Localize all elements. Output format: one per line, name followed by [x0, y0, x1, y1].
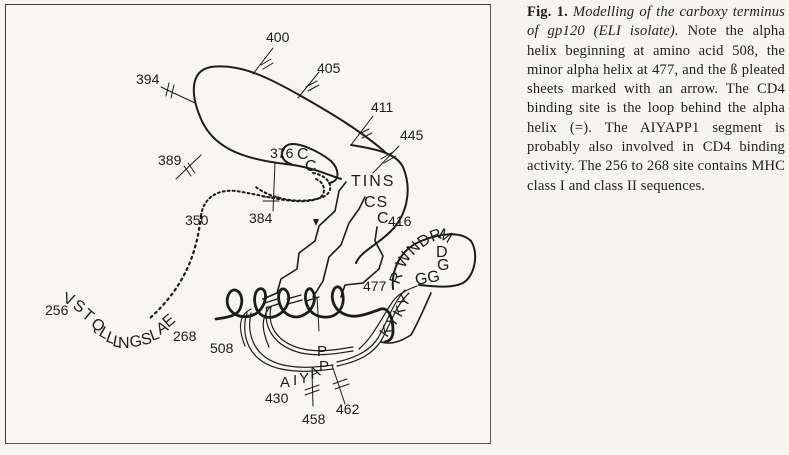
- label-508: 508: [210, 340, 234, 356]
- label-400: 400: [266, 29, 290, 45]
- svg-text:G: G: [437, 257, 449, 274]
- figure-body: Note the alpha helix beginning at amino …: [527, 23, 786, 194]
- kyky-tail: [380, 292, 432, 344]
- cd4-double-right: [336, 289, 410, 367]
- seq-cs: CS: [364, 194, 388, 211]
- rwndrm-loop-sequence: R W N D R M D G GG: [387, 226, 455, 289]
- label-268: 268: [173, 328, 197, 344]
- cd4-double-left: [244, 312, 334, 372]
- mhc-site-sequence: V S T Q L L L N G S L A E: [61, 290, 179, 352]
- beta-arrow-icon: [313, 219, 319, 226]
- label-350: 350: [185, 212, 209, 228]
- svg-text:R: R: [428, 226, 445, 246]
- svg-text:I: I: [293, 372, 297, 389]
- cd4-loop-outer: [239, 305, 272, 348]
- svg-text:D: D: [436, 244, 448, 261]
- inner-hook: [280, 143, 339, 184]
- cd4-double-right-2: [358, 285, 418, 350]
- beta-strand-3: [340, 226, 384, 298]
- cd4-double-inner: [265, 306, 354, 356]
- svg-text:G: G: [129, 333, 143, 351]
- loop-rwndrm: [391, 233, 477, 290]
- label-384: 384: [249, 210, 273, 226]
- cys-bottom: C: [305, 158, 317, 175]
- label-405: 405: [317, 60, 341, 76]
- beta-strand-1: [262, 181, 347, 300]
- gp120-diagram: 400 394 405 411 445 389 376 384 350 416 …: [45, 29, 477, 427]
- beta-strand-2: [312, 196, 366, 298]
- kyky-sequence: K Y K Y: [376, 293, 414, 340]
- figure-label: Fig. 1.: [527, 4, 568, 20]
- svg-text:P: P: [319, 358, 329, 375]
- cd4-double-left-2: [249, 312, 334, 368]
- label-477: 477: [363, 278, 387, 294]
- svg-text:Y: Y: [299, 370, 309, 387]
- dotted-strand-1: [255, 172, 332, 202]
- pp-stem: [316, 296, 320, 332]
- label-445: 445: [400, 127, 424, 143]
- label-411: 411: [371, 99, 394, 115]
- figure-panel: 400 394 405 411 445 389 376 384 350 416 …: [5, 4, 491, 444]
- residue-ticks: [160, 47, 400, 407]
- svg-text:L: L: [111, 333, 123, 351]
- seq-tins: TINS: [351, 173, 395, 190]
- label-394: 394: [136, 71, 160, 87]
- label-416: 416: [388, 213, 412, 229]
- label-458: 458: [302, 411, 326, 427]
- figure-title: Modelling of the carboxy terminus of gp1…: [527, 4, 785, 40]
- svg-text:GG: GG: [414, 268, 441, 289]
- svg-text:P: P: [317, 343, 327, 360]
- svg-text:S: S: [140, 330, 153, 349]
- cys-top: C: [297, 146, 309, 163]
- label-430: 430: [265, 390, 289, 406]
- alpha-helix-508: [214, 285, 395, 344]
- label-389: 389: [158, 152, 182, 168]
- seq-c416: C: [377, 210, 389, 227]
- svg-text:N: N: [118, 335, 130, 352]
- figure-caption: Fig. 1. Modelling of the carboxy terminu…: [527, 3, 785, 196]
- dotted-strand-2: [200, 178, 325, 217]
- aiyapp-sequence: A I Y A P P: [280, 343, 329, 391]
- tick-445: [372, 145, 400, 174]
- helix-equals-marks: [264, 294, 320, 309]
- label-376: 376: [270, 145, 294, 161]
- label-462: 462: [336, 401, 360, 417]
- loop-v4-v5: [192, 65, 386, 180]
- dotted-chain-350-268: [147, 214, 203, 321]
- svg-text:R: R: [387, 270, 407, 287]
- svg-text:A: A: [280, 374, 290, 391]
- label-256: 256: [45, 302, 69, 318]
- strand-411-445: [350, 144, 409, 264]
